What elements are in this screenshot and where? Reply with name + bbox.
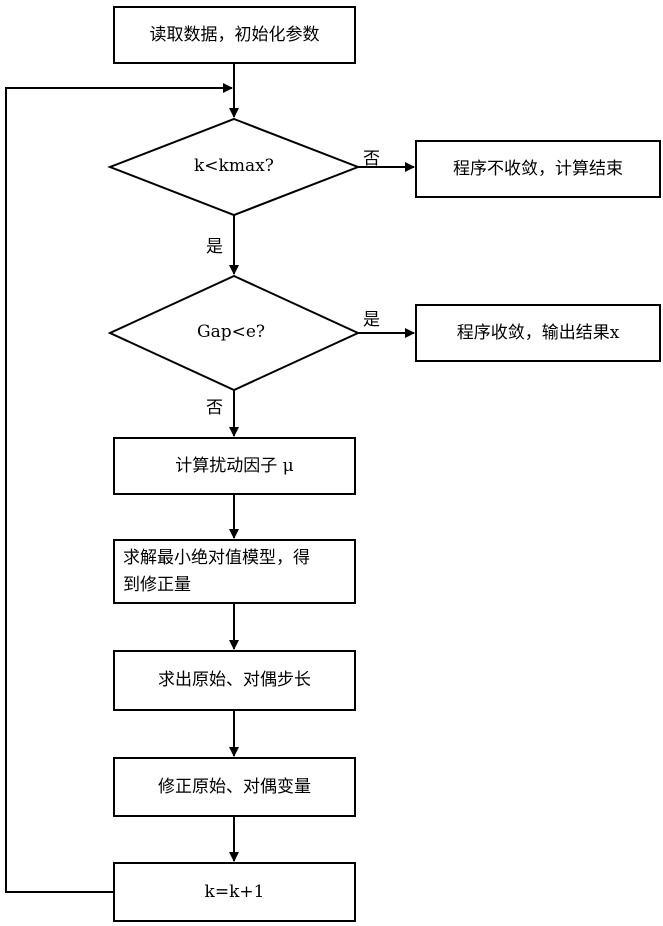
not-converged-box: 程序不收敛，计算结束 [415, 140, 661, 198]
update-vars-text: 修正原始、对偶变量 [158, 774, 311, 800]
step-length-box: 求出原始、对偶步长 [113, 650, 356, 711]
decision-kmax-label: k<kmax? [194, 156, 274, 176]
decision-gap-label: Gap<e? [197, 322, 265, 342]
calc-mu-text: 计算扰动因子 μ [175, 453, 293, 479]
edge-label-gap-yes: 是 [363, 305, 380, 330]
solve-model-line1: 求解最小绝对值模型，得 [123, 548, 310, 568]
update-vars-box: 修正原始、对偶变量 [113, 757, 356, 817]
converged-text: 程序收敛，输出结果x [457, 320, 620, 346]
not-converged-text: 程序不收敛，计算结束 [453, 156, 623, 182]
increment-k-text: k=k+1 [205, 879, 265, 905]
edge-label-kmax-no: 否 [363, 144, 380, 169]
step-length-text: 求出原始、对偶步长 [158, 667, 311, 693]
edge-label-gap-no: 否 [206, 393, 223, 418]
start-box-text: 读取数据，初始化参数 [150, 22, 320, 48]
converged-box: 程序收敛，输出结果x [415, 304, 661, 362]
calc-mu-box: 计算扰动因子 μ [113, 437, 356, 495]
increment-k-box: k=k+1 [113, 862, 356, 922]
solve-model-text: 求解最小绝对值模型，得 到修正量 [123, 545, 310, 598]
start-box: 读取数据，初始化参数 [113, 6, 356, 64]
solve-model-box: 求解最小绝对值模型，得 到修正量 [113, 539, 356, 604]
solve-model-line2: 到修正量 [123, 575, 191, 595]
edge-label-kmax-yes: 是 [206, 232, 223, 257]
